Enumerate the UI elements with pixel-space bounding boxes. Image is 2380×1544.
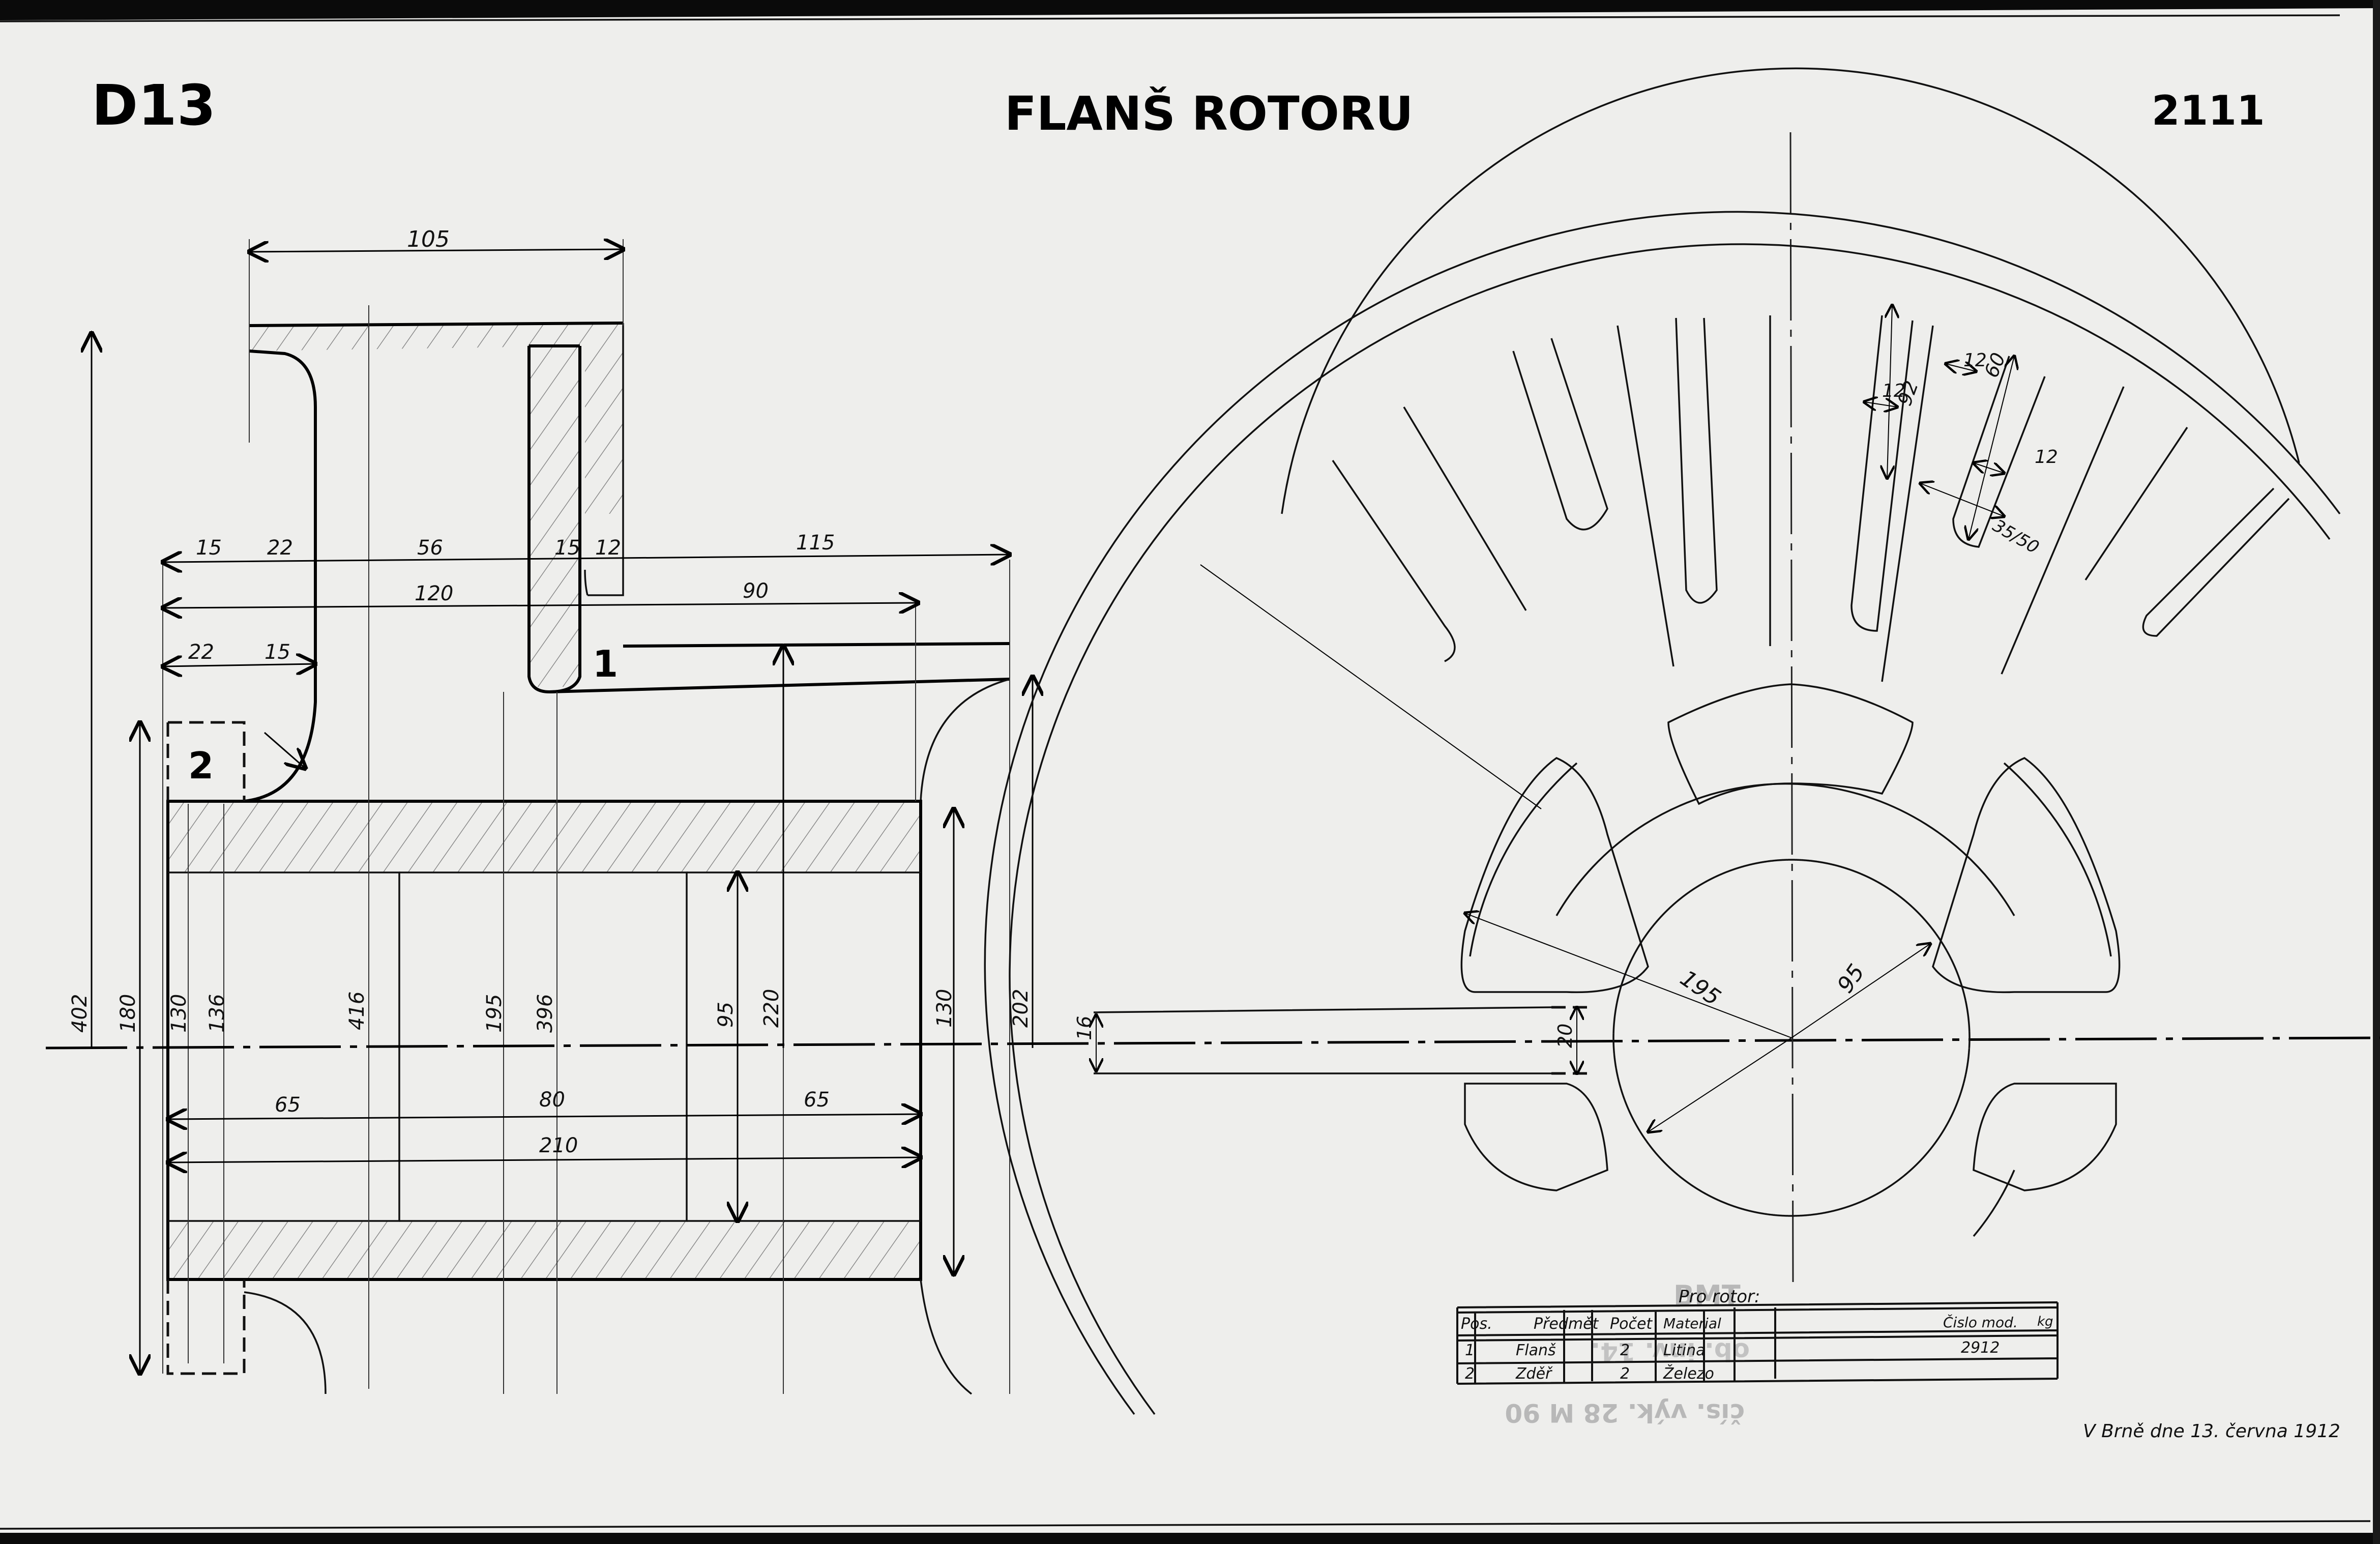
keyway-ends: [1551, 1006, 1592, 1075]
scan-border-right: [2373, 0, 2380, 1544]
dim-bottom-80: 80: [539, 1088, 565, 1112]
outer-ring-inner-arc: [1009, 243, 2331, 1415]
dim-bottom-210: 210: [539, 1134, 578, 1157]
table-grid: [1456, 1301, 2059, 1385]
dim-hub-95: 95: [1832, 959, 1870, 998]
dim-v-195: 195: [483, 994, 506, 1033]
dim-v-220: 220: [760, 989, 783, 1028]
dim-v-130b: 130: [933, 989, 956, 1028]
keyway-lines: [1093, 1006, 1552, 1074]
flange-hatch-top: [249, 323, 623, 514]
rotor-slots: [1332, 315, 2290, 682]
dim-v-130a: 130: [167, 994, 191, 1033]
sheet-number: 2111: [2152, 87, 2265, 134]
stamp-bottom: čís. výk. 28 M 90: [1505, 1398, 1745, 1428]
dim-row2-90: 90: [743, 579, 769, 603]
dim-bottom-65-left: 65: [275, 1093, 301, 1117]
parts-table: Pro rotor:: [1456, 1287, 2059, 1385]
dimension-lines: [92, 249, 1033, 1374]
bore-circle: [1612, 859, 1971, 1217]
hub-hatch-top: [168, 801, 921, 872]
dim-row3-15: 15: [265, 640, 290, 664]
part-label-1: 1: [593, 643, 618, 685]
dim-105: 105: [407, 226, 450, 252]
vertical-dim-labels: 402 180 130 136 416 195 396 95 220 130 2…: [68, 989, 1033, 1033]
drawing-title: FLANŠ ROTORU: [1005, 85, 1414, 141]
dim-slot-35-50: 35/50: [1989, 515, 2043, 558]
spoke-ring-arc: [1469, 762, 2112, 957]
flange-inner-profile: [244, 349, 317, 803]
flange-top-edge: [249, 322, 624, 327]
dim-v-396: 396: [534, 994, 557, 1033]
dim-slot-12a: 12: [1882, 381, 1905, 401]
dim-v-136: 136: [205, 994, 229, 1033]
hub-outer-arc: [1555, 782, 2015, 1237]
hub-bore-right: [687, 871, 921, 1222]
dim-slot-12b: 12: [1963, 350, 1987, 371]
dim-row1-15a: 15: [196, 536, 222, 560]
outer-ring-arc: [984, 211, 2341, 1415]
vertical-centerline: [1789, 132, 1794, 1283]
hub-pockets: [1460, 683, 2121, 1191]
dim-keyway-16: 16: [1073, 1016, 1096, 1040]
frame-top-line: [0, 14, 2340, 22]
frame-bottom-line: [0, 1520, 2371, 1530]
flange-bore-line: [549, 678, 1010, 693]
fillet-lower-left: [244, 1291, 327, 1394]
fillet-right-upper: [920, 678, 1010, 802]
dim-v-416: 416: [345, 992, 369, 1030]
slot-ring-arc: [1281, 67, 2300, 514]
place-date-signature: V Brně dne 13. června 1912: [2083, 1421, 2340, 1442]
part2-phantom-upper: [166, 721, 246, 801]
hub-bore-middle: [399, 871, 688, 1222]
part-label-2: 2: [188, 744, 214, 787]
dim-row1-56: 56: [417, 536, 443, 560]
dim-row2-120: 120: [415, 582, 453, 605]
dim-row1-22: 22: [267, 536, 293, 560]
front-dimension-lines: [1096, 305, 2014, 1132]
dim-row1-115: 115: [796, 531, 835, 555]
dim-slot-12c: 12: [2035, 447, 2058, 468]
front-view: 12 12 12 92 60 35/50 195 95 20 16: [984, 67, 2341, 1415]
dim-v-95: 95: [714, 1002, 738, 1028]
dim-hub-195: 195: [1676, 965, 1725, 1011]
dim-v-402: 402: [68, 994, 92, 1033]
dim-keyway-20: 20: [1554, 1024, 1576, 1048]
dim-v-202: 202: [1009, 989, 1033, 1028]
drawing-code: D13: [92, 73, 216, 138]
fillet-lower-right: [920, 1279, 973, 1395]
dim-row1-12: 12: [595, 536, 621, 560]
shaft-seat-line: [623, 642, 1010, 648]
dim-row3-22: 22: [188, 640, 214, 664]
hub-hatch-bottom: [168, 1221, 921, 1279]
dim-v-180: 180: [116, 994, 140, 1033]
section-view: 1 2 105 15 22 56 15 12 115 120 90 22 15 …: [45, 226, 2380, 1395]
dim-row1-15b: 15: [554, 536, 580, 560]
table-caption: Pro rotor:: [1679, 1287, 1760, 1307]
horizontal-centerline: [45, 1036, 2380, 1050]
dim-bottom-65-right: 65: [804, 1088, 830, 1112]
scan-border-bottom: [0, 1533, 2380, 1544]
flange-hatch-web: [529, 346, 580, 687]
part2-phantom-lower: [166, 1279, 246, 1375]
